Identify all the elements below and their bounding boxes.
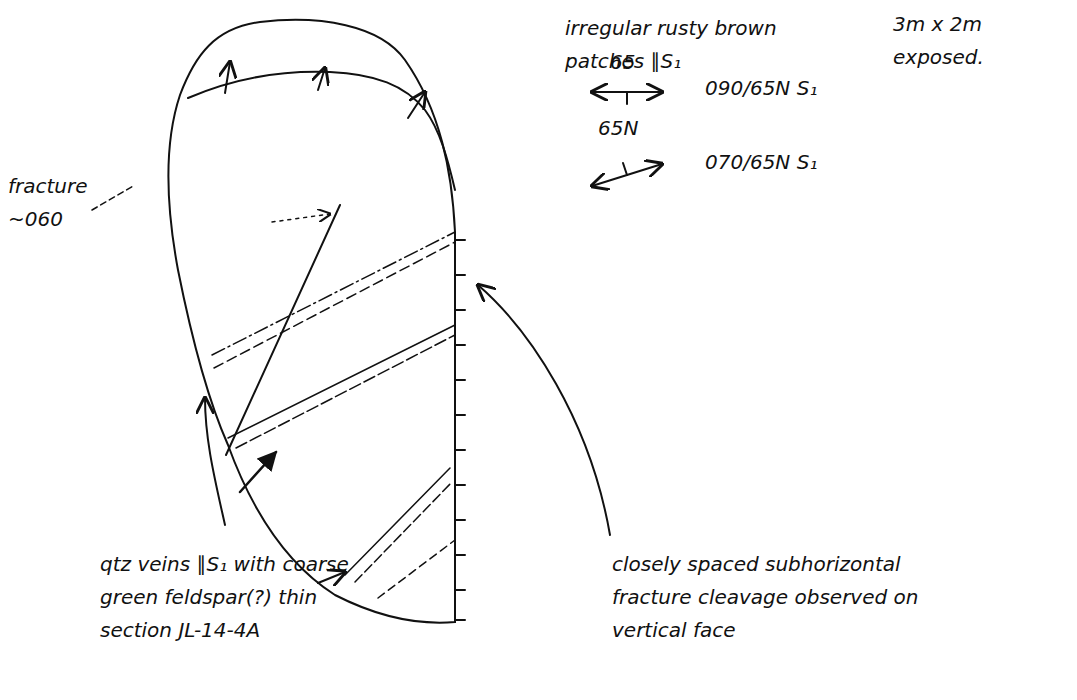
note-text: irregular rusty brown patches ∥S₁ bbox=[565, 12, 825, 78]
dimension-text: 3m x 2m exposed. bbox=[893, 8, 1043, 74]
fracture-note: fracture ~060 bbox=[8, 170, 118, 236]
facing-arrow bbox=[408, 92, 425, 118]
cleavage-note: closely spaced subhorizontal fracture cl… bbox=[612, 548, 942, 647]
dotted-arrow bbox=[272, 214, 330, 222]
leader-line bbox=[92, 185, 135, 210]
facing-arrow bbox=[318, 68, 325, 90]
fracture-cleavage-ticks bbox=[455, 240, 465, 620]
vein-note: qtz veins ∥S₁ with coarse green feldspar… bbox=[100, 548, 355, 647]
dip-value: 65 bbox=[610, 46, 670, 79]
quartz-veins bbox=[212, 232, 455, 598]
outcrop bbox=[92, 20, 662, 623]
patch-boundary bbox=[188, 72, 455, 190]
facing-arrow bbox=[225, 62, 230, 93]
strike-dip-symbol bbox=[592, 164, 662, 186]
fracture-line bbox=[226, 205, 340, 455]
leader-arrow bbox=[478, 285, 610, 535]
dip-value: 65N bbox=[598, 112, 668, 145]
leader-arrow bbox=[240, 452, 276, 492]
orientation-text: 090/65N S₁ bbox=[705, 72, 925, 105]
outcrop-outline bbox=[168, 20, 455, 623]
leader-arrow bbox=[205, 398, 225, 525]
orientation-text: 070/65N S₁ bbox=[705, 146, 925, 179]
